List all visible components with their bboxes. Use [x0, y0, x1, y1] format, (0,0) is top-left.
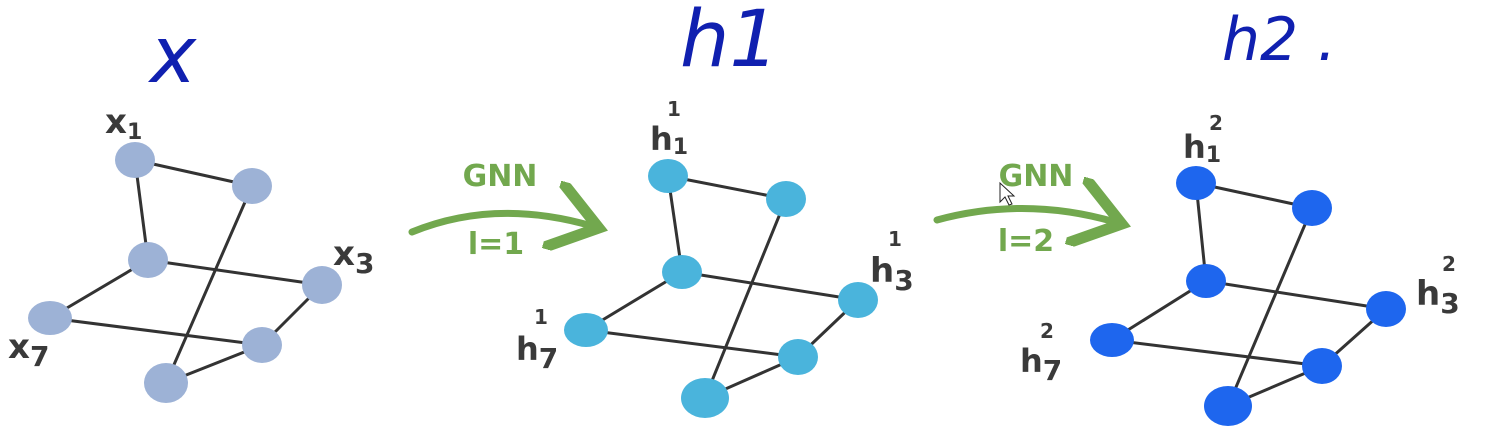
- node-4: [662, 255, 702, 289]
- node-4: [128, 242, 168, 278]
- label-node-7: h71: [516, 305, 558, 375]
- node-labels: x1 x3 x7: [8, 102, 374, 373]
- node-labels: h11 h31 h71: [516, 97, 914, 375]
- node-3: [1366, 291, 1406, 327]
- label-node-1: h11: [650, 97, 688, 160]
- graph-edges: [584, 174, 860, 400]
- arrow-label-gnn-2: GNN: [999, 159, 1074, 194]
- graph-nodes: [564, 159, 878, 418]
- edge: [48, 316, 264, 347]
- node-2: [232, 168, 272, 204]
- node-3: [838, 282, 878, 318]
- graph-layer-1: h11 h31 h71: [516, 97, 914, 418]
- node-6: [242, 327, 282, 363]
- node-5: [144, 363, 188, 403]
- graph-nodes: [1090, 166, 1406, 426]
- edge: [703, 197, 788, 400]
- title-h1: h1: [680, 0, 779, 85]
- label-node-1: x1: [105, 102, 142, 145]
- label-node-3: h32: [1416, 252, 1460, 320]
- edge: [1204, 279, 1388, 311]
- node-2: [1292, 190, 1332, 226]
- node-1: [1176, 166, 1216, 200]
- label-node-7: h72: [1020, 319, 1062, 387]
- arrow-layer-1: GNN l=1: [408, 159, 592, 262]
- edge: [164, 184, 254, 385]
- node-7: [1090, 323, 1134, 357]
- node-3: [302, 266, 342, 304]
- graph-input: x1 x3 x7: [8, 102, 374, 403]
- edge: [1110, 338, 1324, 368]
- edge: [146, 258, 324, 287]
- graph-nodes: [28, 142, 342, 403]
- node-1: [648, 159, 688, 193]
- node-2: [766, 181, 806, 217]
- edge: [133, 158, 254, 188]
- edge: [1226, 206, 1314, 408]
- label-node-7: x7: [8, 327, 49, 373]
- node-7: [28, 301, 72, 335]
- label-node-1: h12: [1183, 111, 1223, 168]
- label-node-3: h31: [870, 227, 914, 297]
- node-6: [778, 339, 818, 375]
- arrow-layer-2: GNN l=2: [933, 159, 1115, 259]
- label-node-3: x3: [333, 234, 374, 280]
- arrow-label-layer-2: l=2: [998, 224, 1054, 259]
- edge: [666, 174, 788, 201]
- node-7: [564, 313, 608, 347]
- node-1: [115, 142, 155, 178]
- node-4: [1186, 264, 1226, 298]
- graph-layer-2: h12 h32 h72: [1020, 111, 1460, 426]
- node-5: [681, 378, 729, 418]
- title-x: x: [147, 11, 197, 101]
- edge: [680, 270, 860, 302]
- graph-edges: [1110, 181, 1388, 408]
- edge: [584, 328, 800, 359]
- title-h2: h2 .: [1222, 5, 1336, 75]
- node-6: [1302, 348, 1342, 384]
- arrow-label-gnn-1: GNN: [463, 159, 538, 194]
- node-5: [1204, 386, 1252, 426]
- arrow-label-layer-1: l=1: [468, 227, 524, 262]
- cursor-icon: [999, 181, 1016, 206]
- node-labels: h12 h32 h72: [1020, 111, 1460, 387]
